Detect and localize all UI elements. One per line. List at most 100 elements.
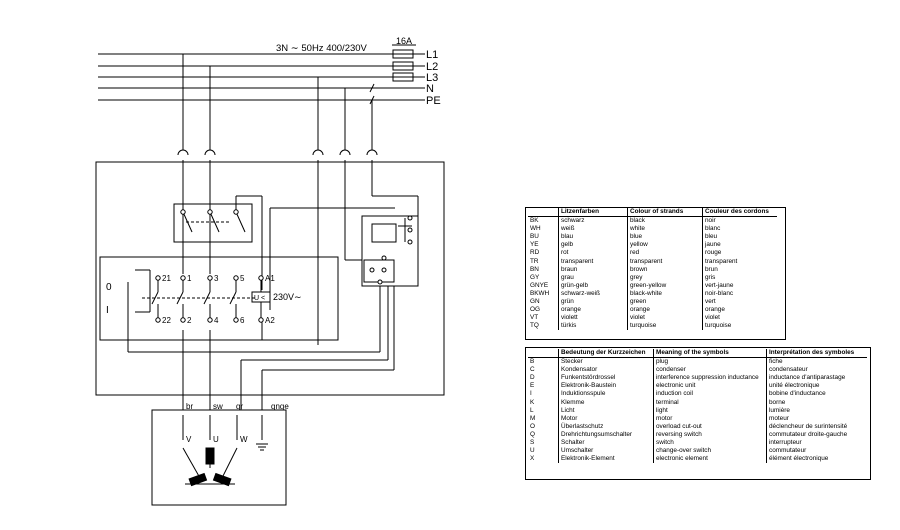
symbol-table-row-cell: motor (653, 414, 767, 423)
colour-table-frame (525, 207, 786, 340)
colour-table-row-cell: OG (530, 306, 540, 314)
symbol-table-row-cell: Induktionsspule (558, 390, 654, 399)
symbol-table-row-cell: Kondensator (558, 366, 654, 375)
motor-winding (188, 472, 208, 487)
terminal-2: 2 (187, 316, 192, 325)
line-label-l3: L3 (426, 72, 438, 84)
colour-table-row-cell: BKWH (530, 289, 550, 297)
colour-table-row-cell: bleu (702, 233, 777, 242)
symbol-table-row-cell: B (530, 358, 535, 366)
symbol-table-row-cell: D (530, 374, 535, 382)
symbol-table-row-cell: bobine d'inductance (766, 390, 867, 399)
terminal-6: 6 (240, 316, 245, 325)
symbol-table-row-cell: overload cut-out (653, 422, 767, 431)
colour-table-row-cell: grey (627, 273, 703, 282)
symbol-table-row-cell: déclencheur de surintensité (766, 422, 867, 431)
colour-table-row-cell: TQ (530, 322, 539, 330)
symbol-table-row-cell: O (530, 422, 535, 430)
colour-table-row-cell: black (627, 216, 703, 226)
symbol-table-row-cell: Überlastschutz (558, 422, 654, 431)
colour-table-row-cell: VT (530, 314, 539, 322)
colour-table-row-cell: turquoise (702, 322, 777, 331)
colour-table-row-cell: red (627, 249, 703, 258)
symbol-table-row-cell: Drehrichtungsumschalter (558, 430, 654, 440)
symbol-table-row-cell: interference suppression inductance (653, 374, 767, 383)
symbol-table-row-cell: S (530, 439, 535, 447)
terminal-5: 5 (240, 274, 245, 283)
symbol-table-row-cell: Elektronik-Baustein (558, 382, 654, 391)
terminal-3: 3 (214, 274, 219, 283)
colour-table-row-cell: türkis (558, 322, 628, 331)
colour-table-row-cell: brown (627, 265, 703, 274)
colour-table-header (528, 208, 559, 218)
symbol-table-row-cell: unité électronique (766, 382, 867, 391)
colour-table-row-cell: blau (558, 233, 628, 242)
colour-table-row-cell: grau (558, 273, 628, 282)
colour-table-row-cell: rouge (702, 249, 777, 258)
colour-table-row-cell: blanc (702, 225, 777, 234)
plug-contact (312, 149, 324, 156)
plug-contact (339, 149, 351, 156)
colour-table-row-cell: transparent (702, 257, 777, 266)
motor-box (151, 409, 287, 506)
colour-table-header: Litzenfarben (558, 208, 628, 218)
supply-rating: 3N ∼ 50Hz 400/230V (276, 43, 368, 54)
symbol-table-row-cell: Umschalter (558, 447, 654, 456)
symbol-table-row-cell: Stecker (558, 357, 654, 367)
symbol-table-row-cell: switch (653, 439, 767, 448)
colour-table-row-cell: brun (702, 265, 777, 274)
wire-label-gr: gr (236, 402, 243, 411)
colour-table-row-cell: transparent (558, 257, 628, 266)
colour-table-row-cell: violet (702, 314, 777, 323)
coil-voltage: 230V∼ (273, 292, 302, 302)
colour-table-row-cell: BU (530, 233, 539, 241)
aux-terminal-22: 22 (162, 316, 171, 325)
symbol-table-row-cell: commutateur (766, 447, 867, 456)
symbol-table-row-cell: moteur (766, 414, 867, 423)
colour-table-row-cell: GNYE (530, 281, 549, 289)
colour-table-row-cell: jaune (702, 241, 777, 250)
symbol-table-header: Meaning of the symbols (653, 349, 767, 359)
symbol-table-row-cell: I (530, 390, 532, 398)
motor-terminal-w: W (240, 435, 248, 444)
machine-housing (95, 161, 445, 396)
switch-position-0: 0 (106, 282, 112, 293)
symbol-table-row-cell: Licht (558, 406, 654, 415)
colour-table-row-cell: orange (558, 306, 628, 315)
symbol-table-row-cell: Elektronik-Element (558, 455, 654, 464)
coil-symbol: U < (254, 295, 265, 302)
colour-table-row-cell: green-yellow (627, 281, 703, 290)
colour-table-row-cell: GY (530, 273, 540, 281)
symbol-table-row-cell: commutateur droite-gauche (766, 430, 867, 440)
symbol-table-row-cell: reversing switch (653, 430, 767, 440)
colour-table-row-cell: RD (530, 249, 540, 257)
fuse-l2 (392, 61, 414, 71)
colour-table-row-cell: gris (702, 273, 777, 282)
symbol-table-row-cell: Funkentstördrossel (558, 374, 654, 383)
symbol-table-row-cell: electronic unit (653, 382, 767, 391)
symbol-table-row-cell: Klemme (558, 398, 654, 407)
colour-table-row-cell: rot (558, 249, 628, 258)
plug-contact (204, 149, 216, 156)
colour-table-row-cell: white (627, 225, 703, 234)
symbol-table-row-cell: L (530, 406, 534, 414)
symbol-table-header: Bedeutung der Kurzzeichen (558, 349, 654, 359)
